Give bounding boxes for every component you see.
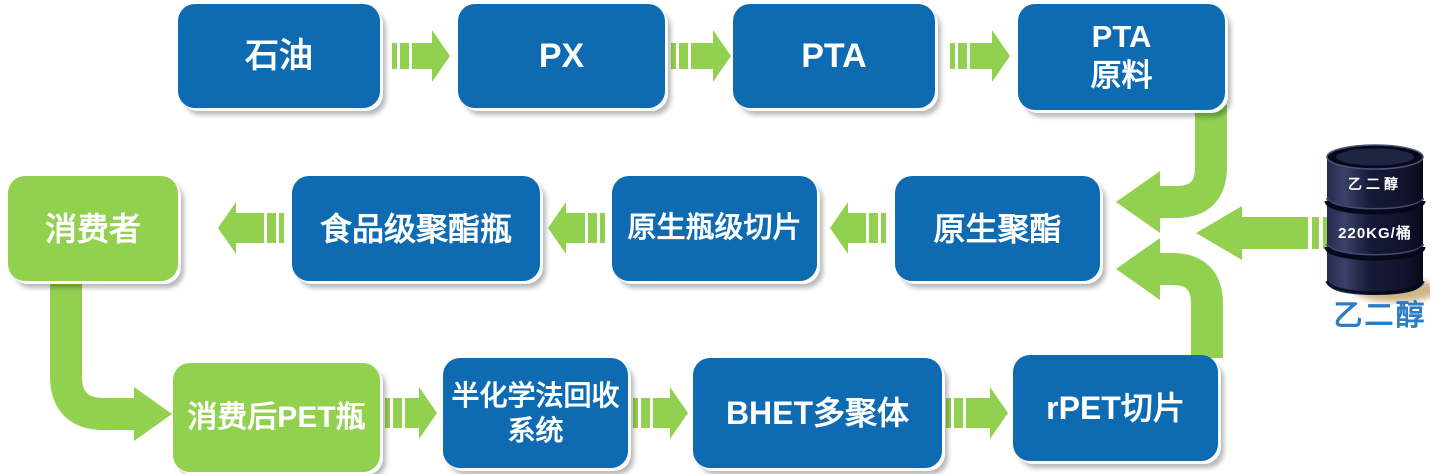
drum-bottom-rim <box>1325 280 1425 295</box>
arrow-food-grade-to-consumer <box>218 202 284 254</box>
arrow-virgin-chip-to-food-grade <box>548 202 605 254</box>
arrow-px-to-pta <box>671 30 731 82</box>
node-semi-chemical-recycling-system: 半化学法回收 系统 <box>443 358 628 468</box>
node-pta: PTA <box>733 4 935 108</box>
drum-rib-2 <box>1324 246 1426 261</box>
drum-capacity-text: 220KG/桶 <box>1338 224 1412 242</box>
arrow-petroleum-to-px <box>392 30 450 82</box>
node-pta-raw-material: PTA 原料 <box>1018 4 1225 110</box>
glycol-caption: 乙二醇 <box>1333 300 1427 332</box>
arrow-pta-raw-to-virgin-polyester <box>1116 105 1227 233</box>
drum-rib-highlight-1 <box>1326 197 1424 210</box>
drum-rib-1 <box>1324 200 1426 215</box>
glycol-drum-image: 乙二醇 220KG/桶 <box>1324 144 1430 302</box>
arrow-rpet-to-virgin-polyester <box>1116 238 1223 358</box>
drum-top-lid <box>1336 148 1414 166</box>
node-post-consumer-pet-bottle: 消费后PET瓶 <box>173 363 380 472</box>
node-petroleum: 石油 <box>178 4 380 108</box>
arrow-virgin-polyester-to-virgin-chip <box>830 202 886 254</box>
node-rpet-chip: rPET切片 <box>1013 355 1218 461</box>
node-bhet-oligomer: BHET多聚体 <box>693 358 942 468</box>
arrow-bhet-to-rpet <box>946 387 1008 439</box>
drum-label-text: 乙二醇 <box>1348 176 1402 192</box>
node-px: PX <box>458 4 665 108</box>
arrow-pta-to-pta-raw <box>950 30 1010 82</box>
node-consumer: 消费者 <box>8 176 178 281</box>
arrow-semi-chemical-to-bhet <box>633 387 688 439</box>
node-food-grade-polyester-bottle: 食品级聚酯瓶 <box>292 176 540 281</box>
node-virgin-bottle-grade-chip: 原生瓶级切片 <box>612 176 817 281</box>
drum-body <box>1327 157 1423 295</box>
arrow-consumer-to-post-consumer <box>50 278 172 441</box>
drum-rib-highlight-2 <box>1326 243 1424 256</box>
arrow-glycol-to-virgin-polyester <box>1196 206 1330 260</box>
node-virgin-polyester: 原生聚酯 <box>895 176 1100 281</box>
arrow-post-consumer-to-semi-chemical <box>385 387 437 439</box>
